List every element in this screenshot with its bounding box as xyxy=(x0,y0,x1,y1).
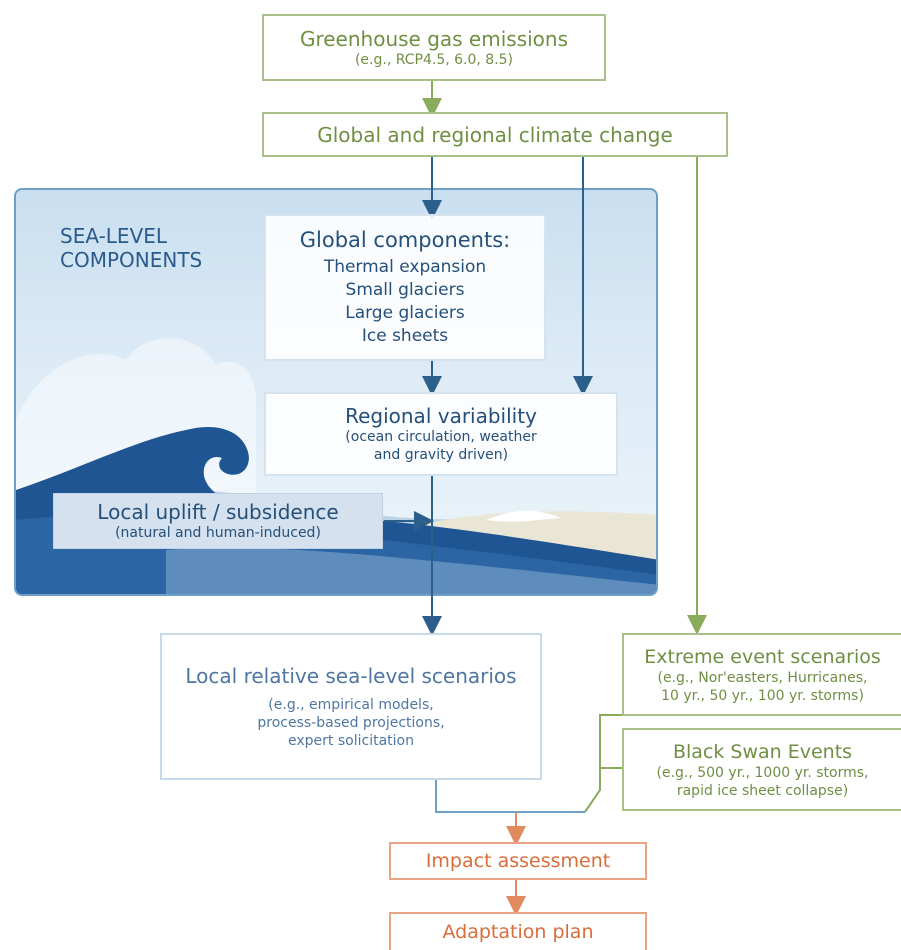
local-scenarios-title: Local relative sea-level scenarios xyxy=(185,663,517,688)
extreme-events-box: Extreme event scenarios (e.g., Nor'easte… xyxy=(622,633,901,716)
sea-level-components-title: SEA-LEVEL COMPONENTS xyxy=(60,224,202,272)
regional-variability-title: Regional variability xyxy=(345,404,537,428)
local-scenarios-line3: expert solicitation xyxy=(288,732,414,749)
global-component-item: Small glaciers xyxy=(345,279,465,300)
impact-assessment-box: Impact assessment xyxy=(389,842,647,880)
regional-variability-subtitle-1: (ocean circulation, weather xyxy=(345,429,537,445)
connector-events-impact xyxy=(584,714,622,813)
local-scenarios-line1: (e.g., empirical models, xyxy=(268,696,434,713)
climate-change-box: Global and regional climate change xyxy=(262,112,728,157)
regional-variability-subtitle-2: and gravity driven) xyxy=(373,447,509,463)
black-swan-title: Black Swan Events xyxy=(672,740,853,763)
climate-change-title: Global and regional climate change xyxy=(317,122,673,147)
black-swan-line2: rapid ice sheet collapse) xyxy=(676,782,849,799)
local-scenarios-line2: process-based projections, xyxy=(257,714,445,731)
global-component-item: Ice sheets xyxy=(361,325,449,346)
global-components-title: Global components: xyxy=(299,227,511,252)
connector-local-impact xyxy=(435,780,585,813)
impact-assessment-title: Impact assessment xyxy=(425,850,611,872)
adaptation-plan-box: Adaptation plan xyxy=(389,912,647,950)
extreme-events-line1: (e.g., Nor'easters, Hurricanes, xyxy=(657,669,868,686)
extreme-events-line2: 10 yr., 50 yr., 100 yr. storms) xyxy=(661,687,864,704)
global-component-item: Thermal expansion xyxy=(323,256,487,277)
local-scenarios-box: Local relative sea-level scenarios (e.g.… xyxy=(160,633,542,780)
black-swan-line1: (e.g., 500 yr., 1000 yr. storms, xyxy=(656,764,869,781)
emissions-subtitle: (e.g., RCP4.5, 6.0, 8.5) xyxy=(354,51,514,68)
local-uplift-subtitle: (natural and human-induced) xyxy=(115,525,321,541)
global-component-item: Large glaciers xyxy=(345,302,465,323)
sea-title-line1: SEA-LEVEL xyxy=(60,224,168,248)
global-components-box: Global components: Thermal expansion Sma… xyxy=(264,214,546,361)
black-swan-box: Black Swan Events (e.g., 500 yr., 1000 y… xyxy=(622,728,901,811)
emissions-title: Greenhouse gas emissions xyxy=(299,26,569,51)
extreme-events-title: Extreme event scenarios xyxy=(644,645,881,668)
regional-variability-box: Regional variability (ocean circulation,… xyxy=(264,392,618,476)
sea-title-line2: COMPONENTS xyxy=(60,248,203,272)
local-uplift-title: Local uplift / subsidence xyxy=(97,500,339,524)
adaptation-plan-title: Adaptation plan xyxy=(442,921,594,943)
local-uplift-box: Local uplift / subsidence (natural and h… xyxy=(53,493,383,549)
emissions-box: Greenhouse gas emissions (e.g., RCP4.5, … xyxy=(262,14,606,81)
